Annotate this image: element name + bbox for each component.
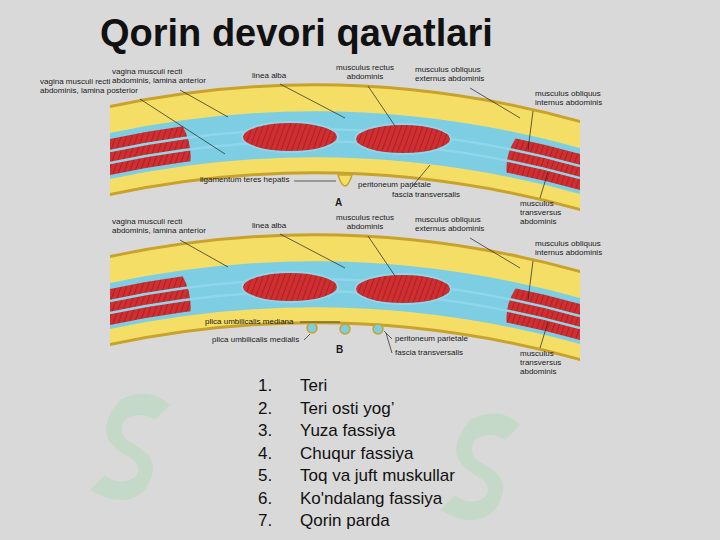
list-item: Chuqur fassiya [300,444,413,464]
list-item: Ko'ndalang fassiya [300,489,442,509]
section-letter: A [335,197,342,208]
part-label: fascia transversalis [392,191,460,200]
part-label: linea alba [252,72,286,81]
list-item: Yuza fassiya [300,421,395,441]
section-letter: B [336,344,343,355]
part-label: musculus obliquus externus abdominis [415,216,500,234]
list-item: Qorin parda [300,511,390,531]
section-b [100,233,590,361]
part-label: peritoneum parietale [395,335,468,344]
part-label: musculus obliquus externus abdominis [415,66,500,84]
watermark-logo [90,394,520,520]
part-label: musculus transversus abdominis [520,200,595,226]
list-item: Toq va juft muskullar [300,466,455,486]
list-number: 2. [258,399,272,419]
part-label: vagina musculi recti abdominis, lamina p… [40,78,150,96]
section-a [100,83,590,211]
ligament-fold [338,175,352,186]
list-number: 7. [258,511,272,531]
leader-lines [140,84,548,353]
part-label: musculus transversus abdominis [520,350,595,376]
part-label: ligamentum teres hepatis [200,176,289,185]
slide-title: Qorin devori qavatlari [100,12,493,55]
part-label: musculus rectus abdominis [325,214,405,232]
list-number: 6. [258,489,272,509]
list-number: 1. [258,376,272,396]
part-label: musculus obliquus internus abdominis [535,240,615,258]
part-label: fascia transversalis [395,349,463,358]
list-item: Teri osti yog’ [300,399,394,419]
umbilical-folds [307,323,383,334]
part-label: plica umbilicalis mediana [205,318,293,327]
part-label: vagina musculi recti abdominis, lamina a… [112,68,222,86]
list-number: 4. [258,444,272,464]
part-label: peritoneum parietale [358,181,431,190]
list-item: Teri [300,376,327,396]
list-number: 5. [258,466,272,486]
part-label: musculus obliquus internus abdominis [535,90,615,108]
part-label: musculus rectus abdominis [325,64,405,82]
part-label: plica umbilicalis medialis [212,336,299,345]
list-number: 3. [258,421,272,441]
part-label: vagina musculi recti abdominis, lamina a… [112,218,222,236]
part-label: linea alba [252,222,286,231]
